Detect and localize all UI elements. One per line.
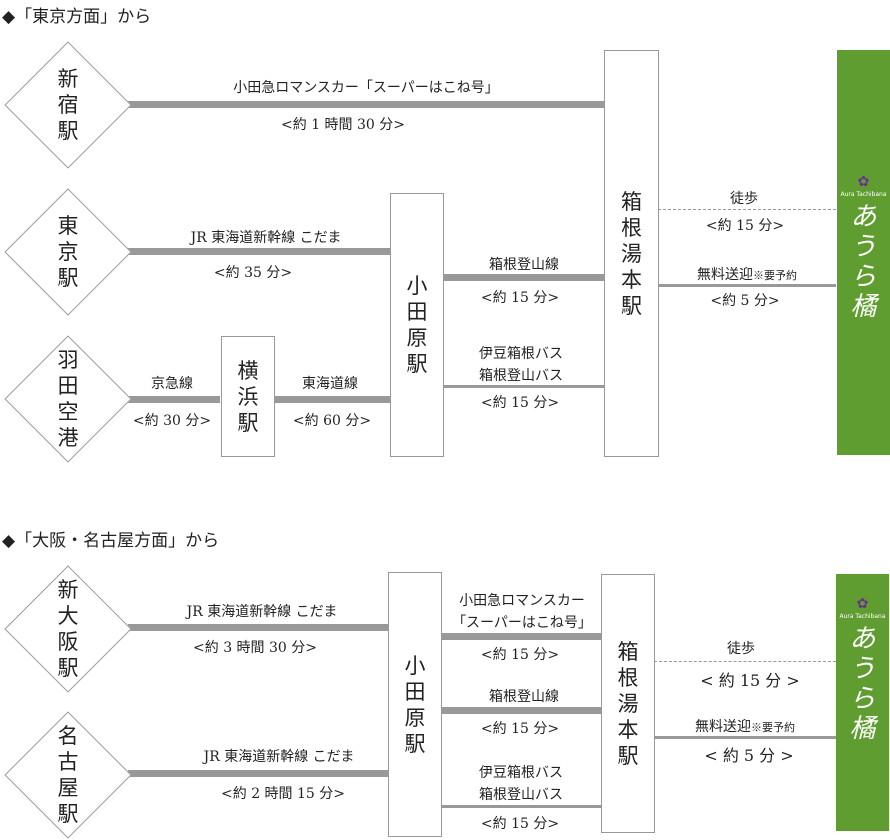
- station-odawara-1: 小田原駅: [390, 193, 444, 457]
- time-romancecar-2: <約 15 分>: [480, 647, 560, 663]
- label-walk-2: 徒歩: [727, 641, 755, 657]
- label-romancecar-2: 小田急ロマンスカー 「スーパーはこね号」: [452, 590, 592, 634]
- time-walk-2: < 約 15 分 >: [700, 671, 800, 690]
- hotel-panel-1: ✿ Aura Tachibana あうら橘: [837, 50, 890, 455]
- label-keikyu: 京急線: [151, 376, 193, 392]
- section1-heading: ◆「東京方面」から: [2, 7, 152, 27]
- time-shuttle: <約 5 分>: [710, 293, 780, 309]
- time-walk: <約 15 分>: [705, 218, 785, 234]
- label-shinkansen: JR 東海道新幹線 こだま: [190, 230, 342, 246]
- time-bus-2: <約 15 分>: [480, 816, 560, 832]
- time-romancecar: <約 1 時間 30 分>: [281, 117, 405, 133]
- label-shuttle: 無料送迎※要予約: [697, 264, 797, 284]
- route-line-shuttle: [658, 284, 836, 287]
- flower-icon: ✿: [857, 174, 870, 190]
- route-line-romancecar-2: [441, 633, 601, 640]
- time-shinkansen-osaka: <約 3 時間 30 分>: [193, 640, 317, 656]
- station-hakone-yumoto-2: 箱根湯本駅: [601, 574, 655, 833]
- label-romancecar: 小田急ロマンスカー「スーパーはこね号」: [233, 80, 499, 96]
- label-bus-2-1: 伊豆箱根バス: [479, 765, 563, 781]
- route-line-tozan: [443, 274, 605, 281]
- label-shuttle-note: ※要予約: [753, 269, 797, 282]
- route-line-shinkansen-nagoya: [128, 770, 388, 777]
- route-line-shinkansen-osaka: [128, 624, 388, 631]
- label-shinkansen-osaka: JR 東海道新幹線 こだま: [186, 604, 338, 620]
- time-shinkansen-nagoya: <約 2 時間 15 分>: [221, 786, 345, 802]
- route-line-tokaido: [274, 396, 390, 403]
- station-nagoya: 名古屋駅: [4, 711, 132, 839]
- label-romancecar-2-1: 小田急ロマンスカー: [459, 593, 585, 609]
- label-shuttle-2-note: ※要予約: [751, 721, 795, 734]
- time-shuttle-2: < 約 5 分 >: [704, 746, 794, 765]
- route-line-tozan-2: [441, 707, 601, 714]
- route-line-shuttle-2: [654, 736, 836, 739]
- station-yokohama: 横浜駅: [221, 336, 275, 457]
- route-line-walk: [658, 209, 836, 210]
- label-shinkansen-nagoya: JR 東海道新幹線 こだま: [203, 749, 355, 765]
- hotel-panel-2: ✿ Aura Tachibana あうら橘: [836, 574, 889, 831]
- route-line-bus-2: [441, 805, 601, 808]
- label-tozan: 箱根登山線: [489, 257, 559, 273]
- label-walk: 徒歩: [730, 191, 758, 207]
- time-shinkansen: <約 35 分>: [213, 265, 293, 281]
- time-tozan: <約 15 分>: [480, 290, 560, 306]
- time-tozan-2: <約 15 分>: [480, 721, 560, 737]
- hotel-logo: あうら橘: [849, 624, 876, 744]
- station-hakone-yumoto-1: 箱根湯本駅: [604, 50, 659, 457]
- label-tokaido: 東海道線: [302, 376, 358, 392]
- station-shinjuku: 新宿駅: [4, 41, 132, 169]
- label-bus-2-2: 箱根登山バス: [479, 787, 563, 803]
- flower-icon: ✿: [856, 596, 869, 612]
- station-haneda: 羽田空港: [4, 335, 132, 463]
- label-bus-2: 伊豆箱根バス 箱根登山バス: [479, 762, 563, 806]
- label-tozan-2: 箱根登山線: [489, 689, 559, 705]
- route-line-romancecar: [128, 101, 604, 108]
- label-bus-1: 伊豆箱根バス: [479, 346, 563, 362]
- label-shuttle-2: 無料送迎※要予約: [695, 716, 795, 736]
- route-line-walk-2: [654, 661, 836, 662]
- label-bus-2: 箱根登山バス: [479, 368, 563, 384]
- hotel-subtitle: Aura Tachibana: [840, 191, 887, 198]
- hotel-subtitle: Aura Tachibana: [839, 613, 886, 620]
- section2-heading: ◆「大阪・名古屋方面」から: [2, 531, 220, 551]
- station-odawara-2: 小田原駅: [388, 572, 442, 837]
- label-bus: 伊豆箱根バス 箱根登山バス: [479, 343, 563, 387]
- time-tokaido: <約 60 分>: [292, 413, 372, 429]
- time-keikyu: <約 30 分>: [132, 413, 212, 429]
- label-shuttle-name: 無料送迎: [697, 267, 753, 283]
- hotel-logo: あうら橘: [850, 202, 877, 322]
- time-bus: <約 15 分>: [480, 395, 560, 411]
- route-line-shinkansen: [128, 248, 390, 255]
- route-line-keikyu: [128, 396, 220, 403]
- label-romancecar-2-2: 「スーパーはこね号」: [452, 615, 592, 631]
- route-line-bus: [443, 385, 605, 388]
- label-shuttle-2-name: 無料送迎: [695, 719, 751, 735]
- station-shin-osaka: 新大阪駅: [4, 565, 132, 693]
- station-tokyo: 東京駅: [4, 188, 132, 316]
